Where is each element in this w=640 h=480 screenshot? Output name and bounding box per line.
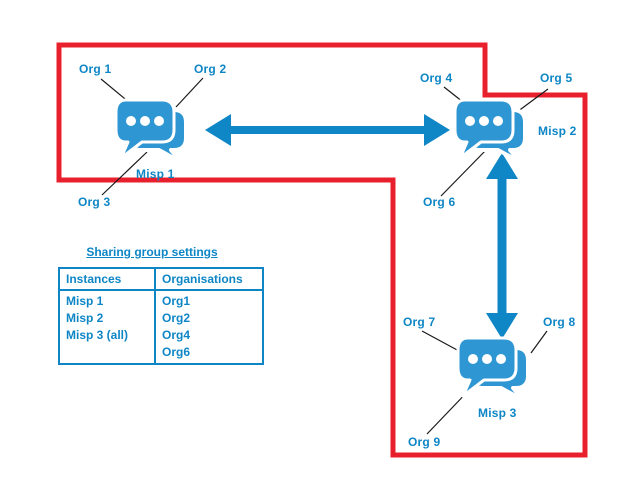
- header-instances: Instances: [58, 267, 156, 291]
- connector-org8: [530, 330, 548, 354]
- header-organisations: Organisations: [154, 267, 264, 291]
- sync-arrow-horizontal: [205, 114, 450, 146]
- label-org1: Org 1: [79, 62, 112, 76]
- label-org7: Org 7: [403, 315, 436, 329]
- sharing-group-boundary: [56, 42, 588, 458]
- instances-cell: Misp 1 Misp 2 Misp 3 (all): [58, 289, 156, 365]
- instance-item: Misp 1: [66, 294, 104, 308]
- connector-org6: [440, 147, 489, 197]
- label-misp1: Misp 1: [136, 167, 175, 181]
- label-org8: Org 8: [543, 315, 576, 329]
- table-header-row: Instances Organisations: [58, 267, 264, 291]
- table-body-row: Misp 1 Misp 2 Misp 3 (all) Org1 Org2 Org…: [58, 289, 264, 365]
- instance-item: Misp 2: [66, 311, 104, 325]
- instance-item: Misp 3 (all): [66, 328, 129, 342]
- label-org3: Org 3: [78, 195, 111, 209]
- organisations-cell: Org1 Org2 Org4 Org6: [154, 289, 264, 365]
- misp3-chat-bubbles-icon: [456, 336, 530, 402]
- label-org4: Org 4: [420, 71, 453, 85]
- organisation-item: Org1: [162, 294, 191, 308]
- misp1-chat-bubbles-icon: [114, 98, 188, 164]
- label-misp3: Misp 3: [478, 406, 517, 420]
- label-org5: Org 5: [540, 71, 573, 85]
- sharing-group-settings-table: Instances Organisations Misp 1 Misp 2 Mi…: [58, 267, 264, 365]
- label-org6: Org 6: [423, 195, 456, 209]
- sharing-group-settings-title: Sharing group settings: [86, 245, 218, 259]
- connector-org5: [516, 88, 549, 113]
- label-org2: Org 2: [194, 62, 227, 76]
- organisation-item: Org6: [162, 345, 191, 359]
- connector-org7: [421, 330, 460, 352]
- organisation-item: Org4: [162, 328, 191, 342]
- misp2-chat-bubbles-icon: [453, 98, 527, 164]
- sync-arrow-vertical: [486, 153, 518, 339]
- connector-org3: [101, 151, 148, 196]
- connector-org2: [175, 77, 204, 108]
- label-misp2: Misp 2: [538, 124, 577, 138]
- label-org9: Org 9: [408, 435, 441, 449]
- organisation-item: Org2: [162, 311, 191, 325]
